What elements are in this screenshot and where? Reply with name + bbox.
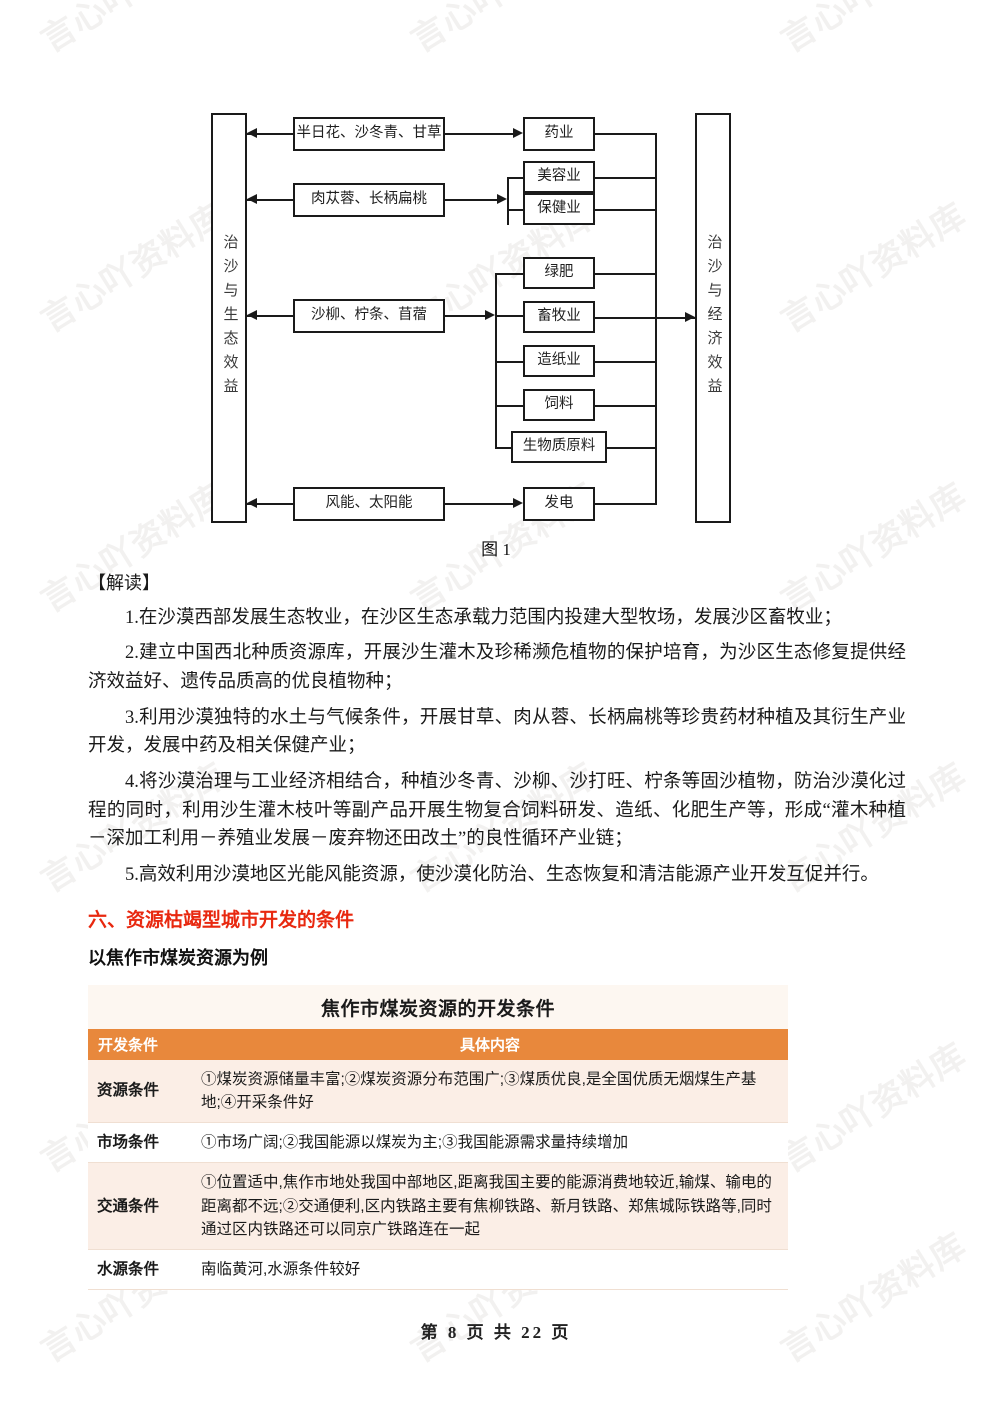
collector-bus-vertical — [655, 133, 657, 505]
table-row-content: 南临黄河,水源条件较好 — [192, 1249, 788, 1291]
collector-out1 — [595, 133, 657, 135]
diagram-output-label-7: 饲料 — [544, 396, 574, 413]
diagram-input-label-2: 肉苁蓉、长柄扁桃 — [311, 191, 427, 208]
arrow-in4-right-icon — [513, 498, 523, 508]
diagram-output-box-3: 保健业 — [523, 193, 595, 225]
collector-out3 — [595, 209, 657, 211]
collector-out6 — [595, 361, 657, 363]
diagram-output-label-5: 畜牧业 — [537, 308, 581, 325]
collector-out5 — [595, 317, 657, 319]
table-row-label: 水源条件 — [88, 1249, 192, 1291]
collector-out9 — [595, 503, 657, 505]
diagram-output-box-4: 绿肥 — [523, 257, 595, 289]
diagram-output-box-8: 生物质原料 — [511, 431, 607, 463]
arrow-in3-right-icon — [485, 310, 495, 320]
conditions-table-title: 焦作市煤炭资源的开发条件 — [88, 984, 788, 1029]
figure-caption: 图 1 — [481, 540, 511, 559]
section-six-subheading: 以焦作市煤炭资源为例 — [88, 948, 268, 969]
table-row-label: 交通条件 — [88, 1162, 192, 1251]
arrow-in2-left-icon — [247, 194, 257, 204]
arrow-in3-left-icon — [247, 310, 257, 320]
bracket-to-out8 — [495, 447, 513, 449]
table-row-content: ①位置适中,焦作市地处我国中部地区,距离我国主要的能源消费地较近,输煤、输电的距… — [192, 1162, 788, 1251]
diagram-output-box-2: 美容业 — [523, 161, 595, 193]
diagram-output-label-3: 保健业 — [537, 200, 581, 217]
diagram-output-box-9: 发电 — [523, 487, 595, 521]
diagram-output-box-7: 饲料 — [523, 389, 595, 421]
bracket-to-out6 — [495, 361, 525, 363]
arrow-in1-right-icon — [513, 128, 523, 138]
diagram-figure-1: 治沙与生态效益 治沙与经济效益 半日花、沙冬青、甘草 肉苁蓉、长柄扁桃 沙柳、柠… — [211, 105, 771, 530]
table-header-condition: 开发条件 — [88, 1028, 192, 1060]
table-row-label: 市场条件 — [88, 1122, 192, 1164]
bracket-biomass-vertical — [495, 273, 497, 447]
table-header-content: 具体内容 — [192, 1028, 788, 1060]
bracket-to-out7 — [495, 405, 525, 407]
diagram-output-box-5: 畜牧业 — [523, 301, 595, 333]
diagram-right-panel-label: 治沙与经济效益 — [705, 234, 722, 402]
table-row: 资源条件 ①煤炭资源储量丰富;②煤炭资源分布范围广;③煤质优良,是全国优质无烟煤… — [88, 1059, 788, 1124]
diagram-right-panel: 治沙与经济效益 — [695, 113, 731, 523]
bracket-to-out4 — [495, 273, 525, 275]
diagram-input-box-2: 肉苁蓉、长柄扁桃 — [293, 183, 445, 217]
diagram-output-label-9: 发电 — [544, 495, 574, 512]
collector-out7 — [595, 405, 657, 407]
diagram-input-box-1: 半日花、沙冬青、甘草 — [293, 117, 445, 151]
diagram-output-label-6: 造纸业 — [537, 352, 581, 369]
table-row: 交通条件 ①位置适中,焦作市地处我国中部地区,距离我国主要的能源消费地较近,输煤… — [88, 1162, 788, 1251]
interpretation-label: 【解读】 — [88, 573, 160, 593]
collector-out2 — [595, 177, 657, 179]
arrow-in1-left-icon — [247, 128, 257, 138]
conditions-table-wrapper: 焦作市煤炭资源的开发条件 开发条件 具体内容 资源条件 ①煤炭资源储量丰富;②煤… — [88, 984, 788, 1291]
diagram-output-label-1: 药业 — [544, 125, 574, 142]
connector-in4-to-out9 — [445, 503, 513, 505]
diagram-output-box-6: 造纸业 — [523, 345, 595, 377]
bracket-to-out5 — [495, 315, 525, 317]
table-row: 市场条件 ①市场广阔;②我国能源以煤炭为主;③我国能源需求量持续增加 — [88, 1122, 788, 1164]
interpretation-section: 【解读】 1.在沙漠西部发展生态牧业，在沙区生态承载力范围内投建大型牧场，发展沙… — [88, 572, 906, 1291]
page-footer: 第 8 页 共 22 页 — [420, 1323, 572, 1342]
connector-in3-to-left — [247, 315, 293, 317]
conditions-table: 开发条件 具体内容 资源条件 ①煤炭资源储量丰富;②煤炭资源分布范围广;③煤质优… — [88, 1028, 788, 1291]
interpretation-item-5: 5.高效利用沙漠地区光能风能资源，使沙漠化防治、生态恢复和清洁能源产业开发互促并… — [125, 864, 879, 885]
section-six-heading: 六、资源枯竭型城市开发的条件 — [88, 909, 355, 931]
interpretation-item-2: 2.建立中国西北种质资源库，开展沙生灌木及珍稀濒危植物的保护培育，为沙区生态修复… — [88, 643, 906, 692]
connector-in2-to-left — [247, 199, 293, 201]
table-row-content: ①煤炭资源储量丰富;②煤炭资源分布范围广;③煤质优良,是全国优质无烟煤生产基地;… — [192, 1059, 788, 1124]
bracket-to-out2 — [507, 177, 525, 179]
collector-out4 — [595, 273, 657, 275]
table-header-row: 开发条件 具体内容 — [88, 1028, 788, 1060]
table-row: 水源条件 南临黄河,水源条件较好 — [88, 1249, 788, 1291]
connector-in1-to-left — [247, 133, 293, 135]
interpretation-item-3: 3.利用沙漠独特的水土与气候条件，开展甘草、肉从蓉、长柄扁桃等珍贵药材种植及其衍… — [88, 707, 906, 757]
diagram-input-label-4: 风能、太阳能 — [325, 495, 413, 512]
bracket-to-out3 — [507, 209, 525, 211]
arrow-in2-right-icon — [497, 194, 507, 204]
connector-in2-stub — [445, 199, 497, 201]
arrow-in4-left-icon — [247, 498, 257, 508]
interpretation-item-1: 1.在沙漠西部发展生态牧业，在沙区生态承载力范围内投建大型牧场，发展沙区畜牧业； — [125, 607, 842, 628]
table-row-content: ①市场广阔;②我国能源以煤炭为主;③我国能源需求量持续增加 — [192, 1122, 788, 1164]
diagram-input-label-1: 半日花、沙冬青、甘草 — [296, 125, 442, 142]
arrow-to-right-panel-icon — [685, 312, 695, 322]
connector-in3-stub — [445, 315, 485, 317]
table-row-label: 资源条件 — [88, 1059, 192, 1124]
bracket-beauty-health-vertical — [507, 177, 509, 225]
diagram-output-label-2: 美容业 — [537, 168, 581, 185]
diagram-left-panel: 治沙与生态效益 — [211, 113, 247, 523]
diagram-output-label-4: 绿肥 — [544, 264, 574, 281]
diagram-output-label-8: 生物质原料 — [522, 438, 596, 455]
collector-bus-to-right-panel — [655, 317, 695, 319]
diagram-output-box-1: 药业 — [523, 117, 595, 151]
diagram-input-label-3: 沙柳、柠条、苜蓿 — [311, 307, 427, 324]
diagram-input-box-3: 沙柳、柠条、苜蓿 — [293, 299, 445, 333]
collector-out8 — [607, 447, 657, 449]
connector-in4-to-left — [247, 503, 293, 505]
interpretation-item-4: 4.将沙漠治理与工业经济相结合，种植沙冬青、沙柳、沙打旺、柠条等固沙植物，防治沙… — [88, 771, 906, 850]
connector-in1-to-out1 — [445, 133, 513, 135]
diagram-input-box-4: 风能、太阳能 — [293, 487, 445, 521]
diagram-left-panel-label: 治沙与生态效益 — [221, 234, 238, 402]
